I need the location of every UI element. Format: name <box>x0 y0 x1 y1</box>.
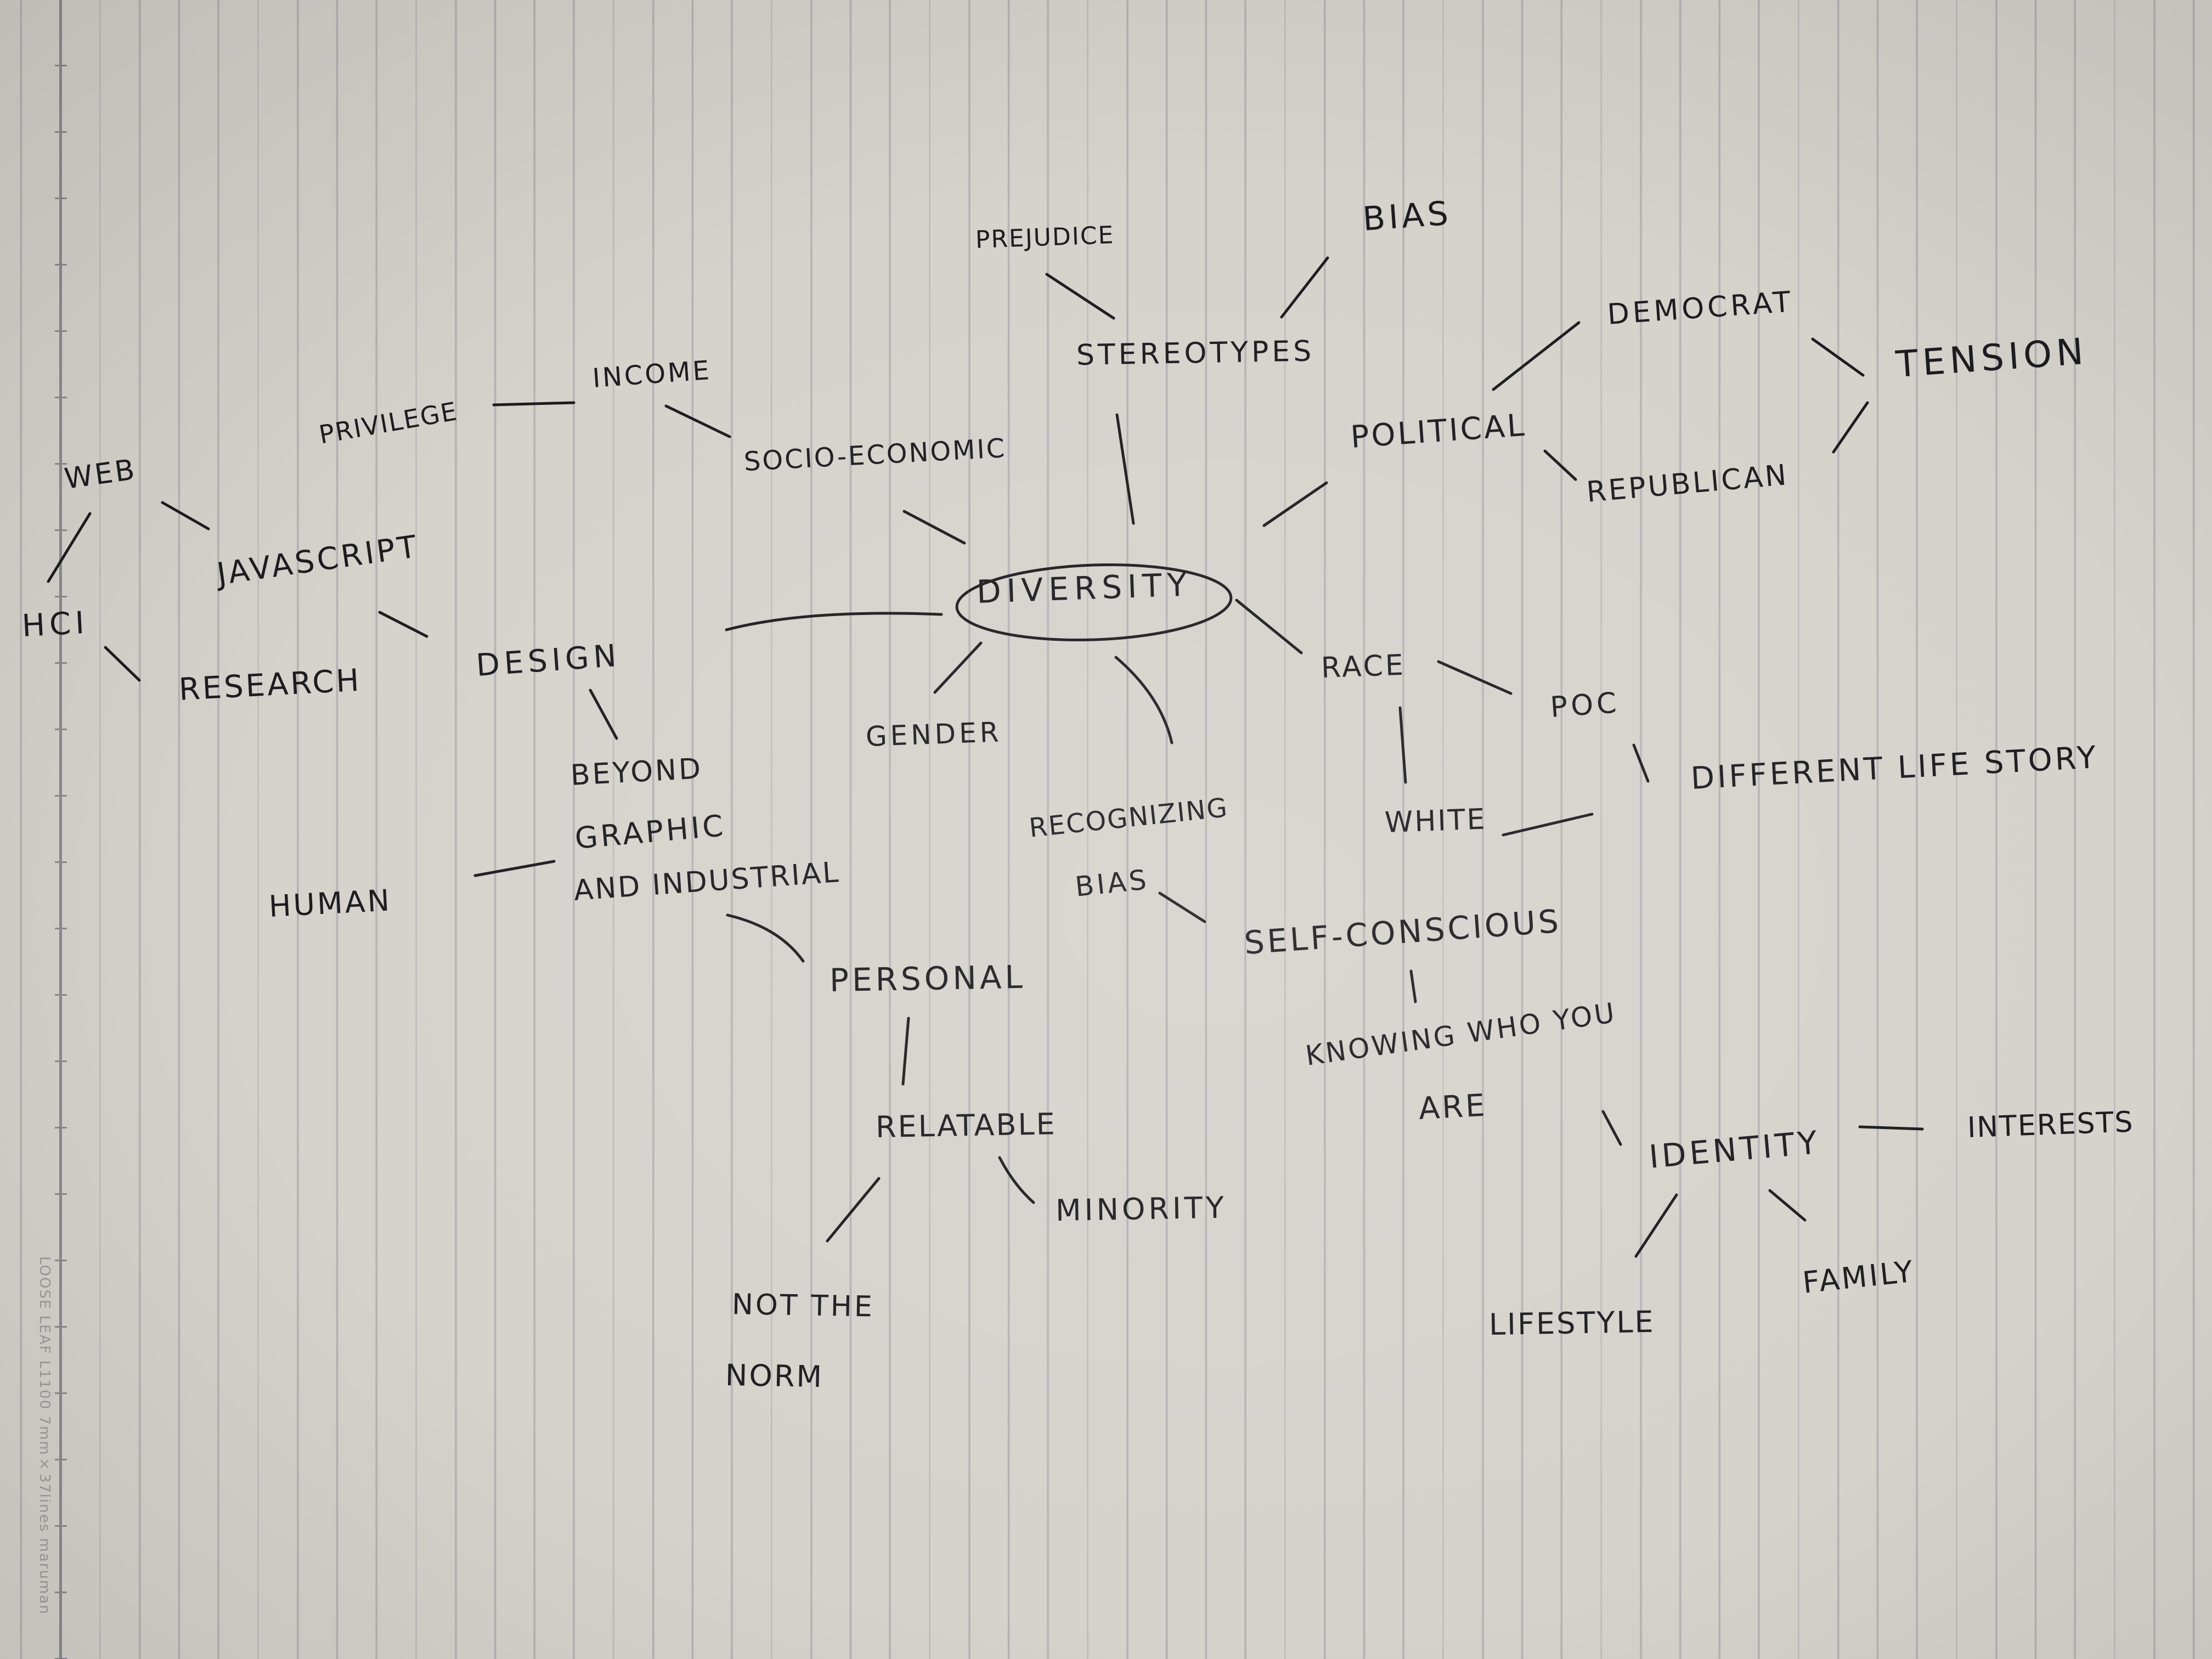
edge-race-poc <box>1437 660 1513 695</box>
edge-political-democrat <box>1492 321 1581 391</box>
edge-race-white <box>1398 706 1407 784</box>
edge-diversity-gender <box>933 641 983 694</box>
node-norm: NORM <box>725 1358 824 1395</box>
edge-human-graphic <box>473 860 556 877</box>
edge-political-republican <box>1543 449 1577 481</box>
edge-are-identity <box>1601 1110 1622 1146</box>
margin-rule <box>59 0 62 1659</box>
center-oval <box>955 563 1233 642</box>
edge-self-conscious-knowing <box>1409 969 1417 1003</box>
node-prejudice: PREJUDICE <box>975 221 1115 254</box>
node-beyond: BEYOND <box>569 752 704 792</box>
edge-socio-diversity <box>902 510 966 545</box>
node-race: RACE <box>1320 648 1406 685</box>
node-not-the: NOT THE <box>731 1288 875 1324</box>
edge-identity-lifestyle <box>1634 1193 1678 1258</box>
edge-white-connector <box>1502 812 1594 837</box>
node-lifestyle: LIFESTYLE <box>1488 1304 1656 1342</box>
node-personal: PERSONAL <box>829 958 1026 999</box>
edge-identity-family <box>1768 1189 1807 1222</box>
node-poc: POC <box>1549 686 1621 724</box>
edge-poc-different <box>1632 743 1650 783</box>
edge-personal-relatable <box>901 1017 910 1086</box>
node-interests: INTERESTS <box>1966 1105 2135 1144</box>
edge-relatable-minority <box>998 1156 1035 1204</box>
paper-edge-print: LOOSE LEAF L1100 7mm×37lines maruman <box>36 1256 53 1615</box>
edge-political-diversity <box>1262 481 1328 527</box>
edge-republican-tension <box>1832 401 1869 454</box>
node-minority: MINORITY <box>1055 1190 1228 1228</box>
edge-diversity-recognizing <box>1114 656 1173 744</box>
edge-relatable-not-the-norm <box>826 1177 881 1243</box>
edge-income-socio <box>664 404 731 438</box>
node-human: HUMAN <box>268 883 393 924</box>
node-hci: HCI <box>21 605 90 644</box>
node-are: ARE <box>1418 1087 1488 1127</box>
node-research: RESEARCH <box>178 662 363 708</box>
edge-privilege-income <box>492 401 575 407</box>
node-white: WHITE <box>1384 803 1487 839</box>
edge-hci-research <box>104 646 141 682</box>
edge-stereotypes-diversity <box>1115 413 1135 525</box>
edge-design-diversity <box>725 612 943 631</box>
node-relatable: RELATABLE <box>875 1107 1057 1144</box>
edge-diversity-race <box>1235 599 1303 654</box>
edge-identity-interests <box>1858 1125 1924 1131</box>
edge-web-javascript <box>161 501 210 531</box>
edge-bias-stereotypes <box>1280 256 1329 319</box>
node-bias-mid: BIAS <box>1073 864 1151 903</box>
edge-prejudice-stereotypes <box>1045 273 1115 320</box>
edge-web-hci <box>47 512 92 583</box>
edge-democrat-tension <box>1811 337 1865 377</box>
edge-design-beyond <box>589 689 618 740</box>
edge-industrial-personal <box>726 913 805 963</box>
node-gender: GENDER <box>865 716 1003 753</box>
edge-bias-self-conscious <box>1158 891 1206 923</box>
node-bias-top: BIAS <box>1361 194 1453 239</box>
center-node-diversity: DIVERSITY <box>975 566 1193 611</box>
node-stereotypes: STEREOTYPES <box>1076 335 1315 372</box>
node-income: INCOME <box>591 354 713 394</box>
edge-javascript-design <box>378 611 428 638</box>
